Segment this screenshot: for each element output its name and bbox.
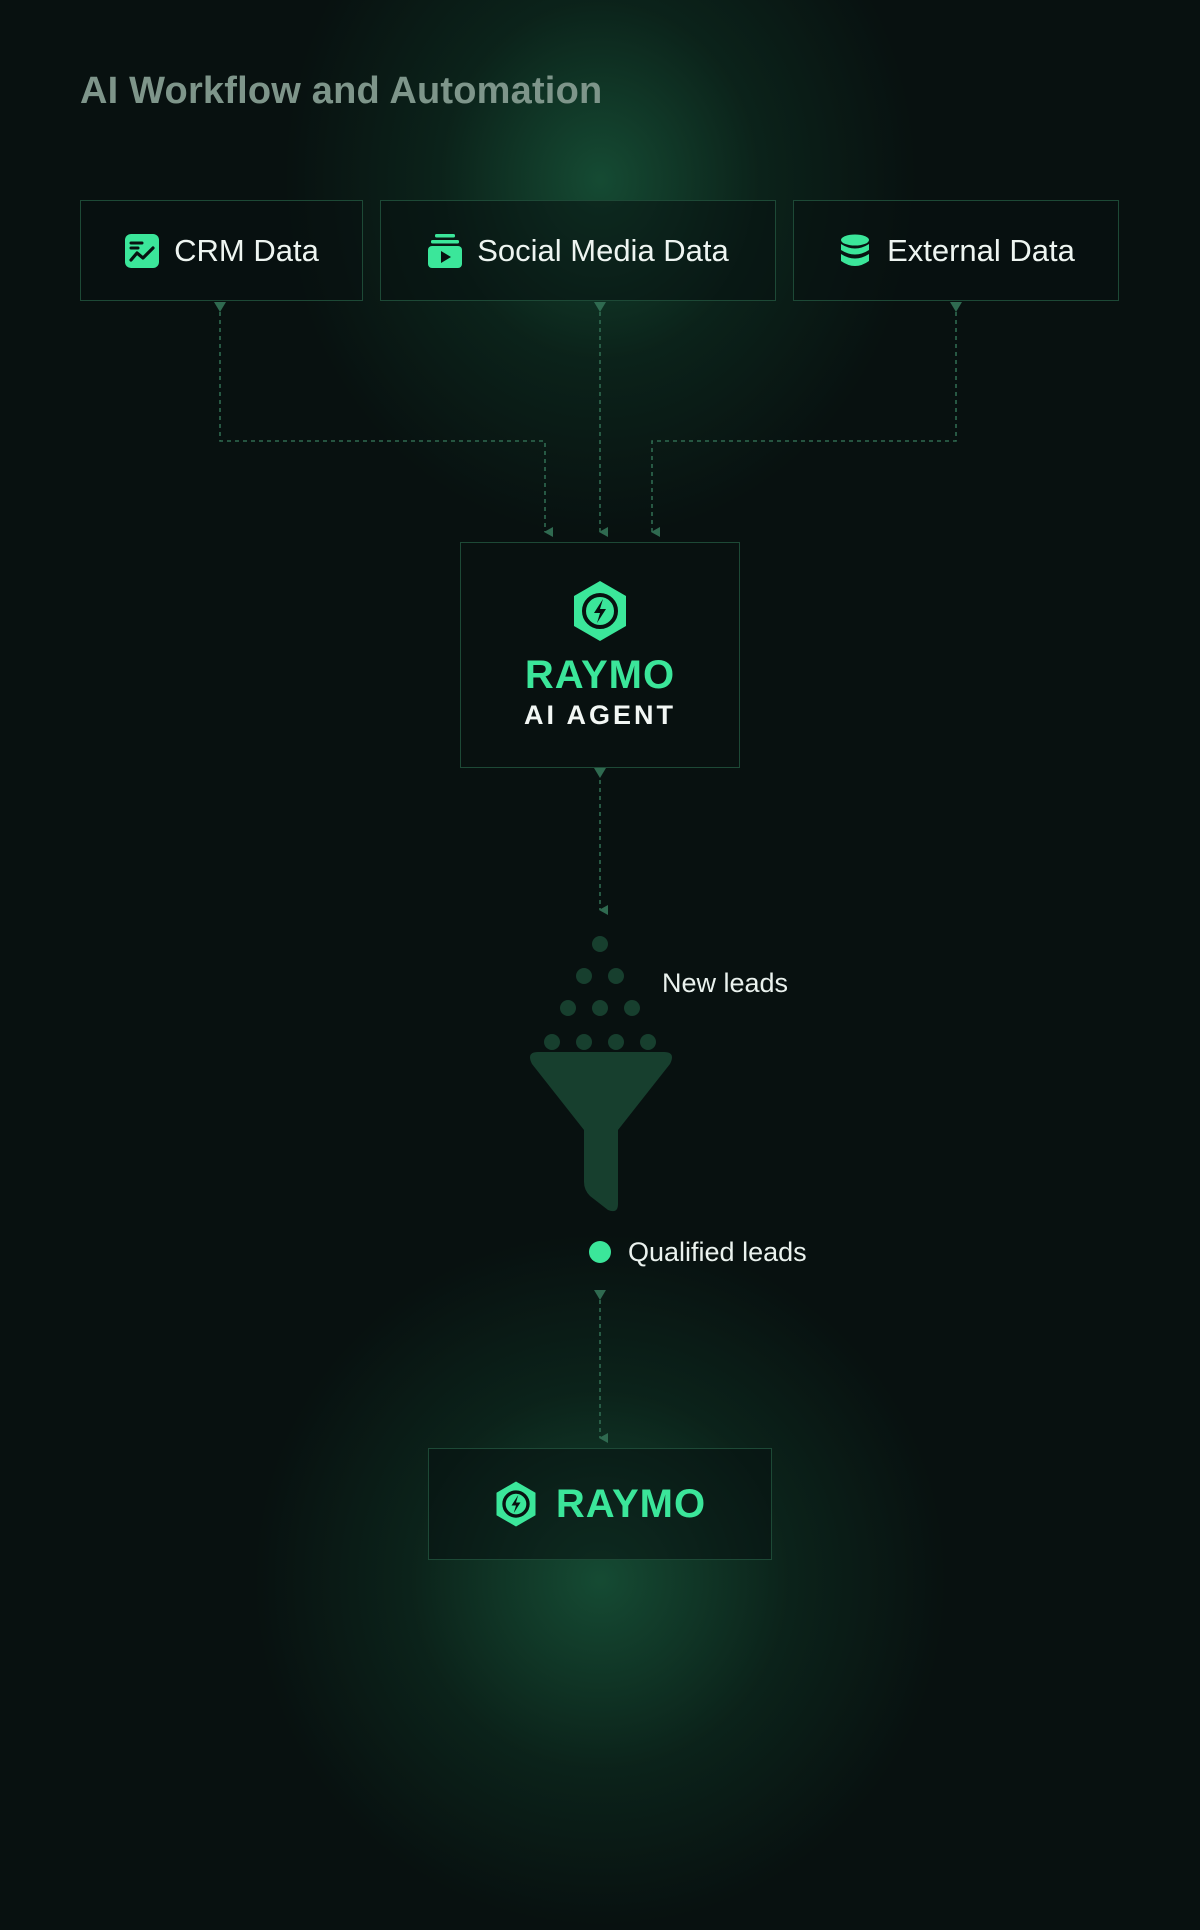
raymo-destination-node: RAYMO — [428, 1448, 772, 1560]
chart-icon — [125, 233, 160, 268]
raymo-ai-agent-node: RAYMO AI AGENT — [460, 542, 740, 768]
new-leads-dots — [544, 936, 656, 1050]
source-label: External Data — [887, 232, 1075, 268]
media-play-icon — [428, 233, 463, 268]
source-label: CRM Data — [174, 232, 319, 268]
source-external-data: External Data — [793, 200, 1119, 301]
lightning-hexagon-icon — [496, 1481, 536, 1527]
page-title: AI Workflow and Automation — [80, 70, 603, 112]
new-leads-label: New leads — [662, 968, 789, 998]
external-connector — [651, 312, 957, 537]
crm-connector — [219, 312, 553, 537]
qualified-lead-dot — [589, 1241, 611, 1263]
flow-connectors — [214, 302, 962, 1443]
qualified-leads-label: Qualified leads — [628, 1237, 807, 1267]
source-crm-data: CRM Data — [80, 200, 363, 301]
database-icon — [841, 234, 870, 266]
destination-name: RAYMO — [555, 1481, 707, 1526]
funnel-icon — [530, 1052, 672, 1212]
source-label: Social Media Data — [477, 232, 729, 268]
lightning-hexagon-icon — [574, 581, 626, 641]
agent-subtitle: AI AGENT — [524, 700, 676, 730]
source-social-media-data: Social Media Data — [380, 200, 776, 301]
agent-name: RAYMO — [524, 653, 676, 697]
